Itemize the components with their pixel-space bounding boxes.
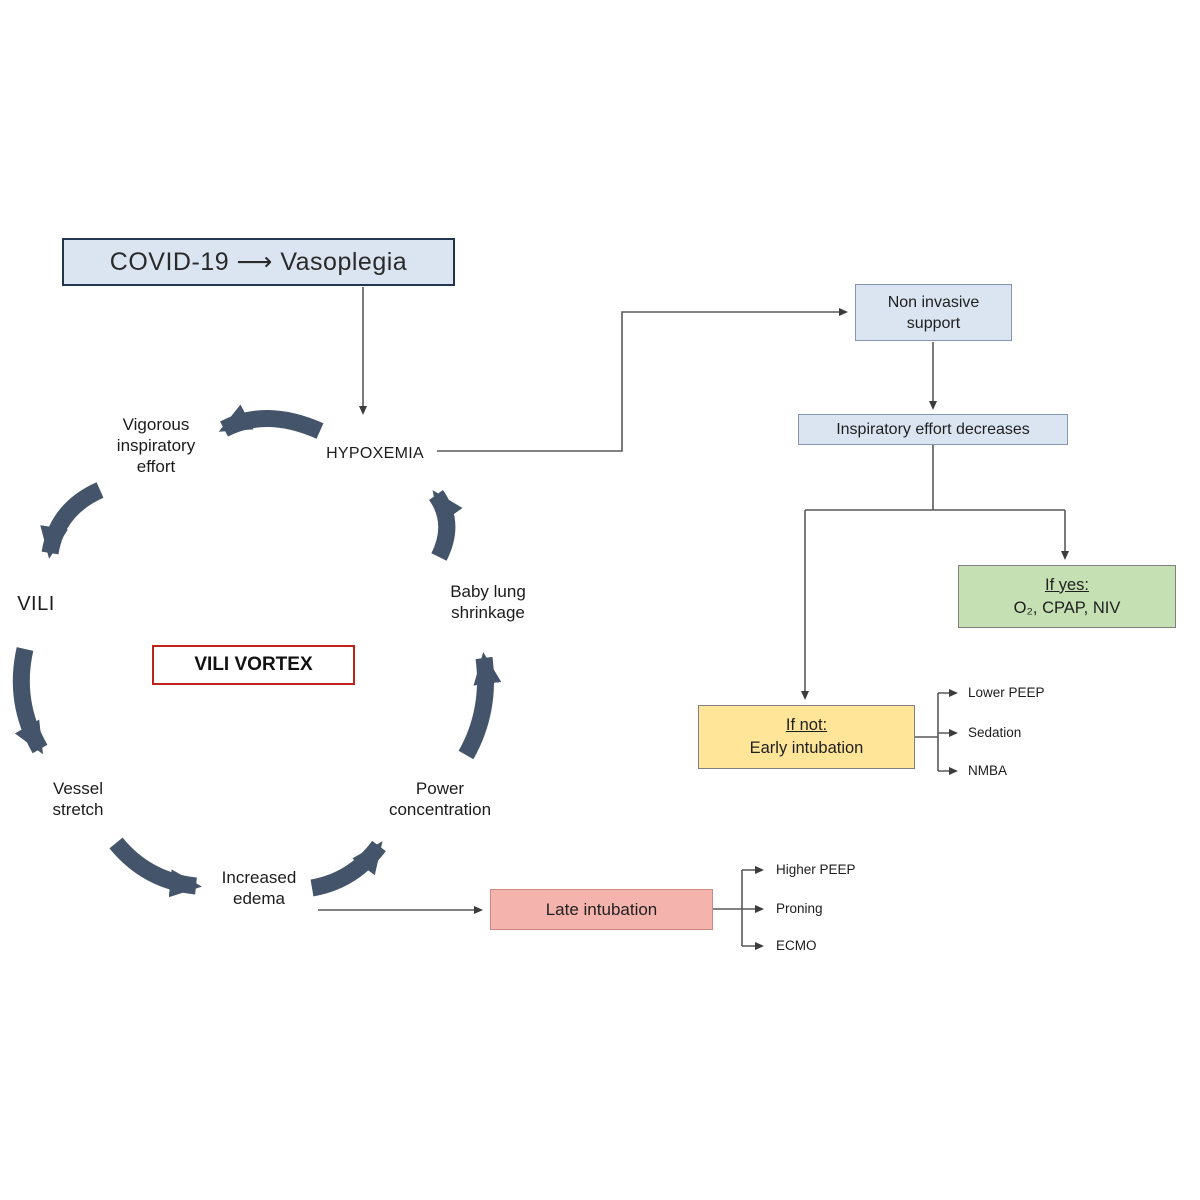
node-increased-edema: Increased edema <box>221 868 297 908</box>
node-vigorous-inspiratory-effort: Vigorous inspiratory effort <box>116 415 196 476</box>
late-intubation-box: Late intubation <box>490 889 713 930</box>
option-ecmo: ECMO <box>776 938 817 953</box>
option-proning: Proning <box>776 901 823 916</box>
line-hypoxemia-to-noninvasive <box>437 308 848 452</box>
arrow-hypoxemia-to-effort <box>218 404 324 439</box>
arrow-babylung-to-hypoxemia <box>428 490 463 561</box>
inspiratory-effort-decreases-box: Inspiratory effort decreases <box>798 414 1068 445</box>
arrow-edema-to-power <box>310 840 386 897</box>
non-invasive-support-box: Non invasive support <box>855 284 1012 341</box>
option-higher-peep: Higher PEEP <box>776 862 856 877</box>
vili-vortex-title-box: VILI VORTEX <box>152 645 355 685</box>
option-nmba: NMBA <box>968 763 1008 778</box>
covid-vasoplegia-label: COVID-19 ⟶ Vasoplegia <box>109 248 408 276</box>
arrow-vili-to-vessel <box>12 647 48 755</box>
node-vessel-stretch: Vessel stretch <box>52 779 104 819</box>
arrow-power-to-babylung <box>458 652 502 760</box>
arrow-effort-to-vili <box>40 482 104 559</box>
vili-vortex-label: VILI VORTEX <box>194 654 313 675</box>
option-lower-peep: Lower PEEP <box>968 685 1045 700</box>
node-power-concentration: Power concentration <box>388 779 492 819</box>
if-not-body: Early intubation <box>749 739 864 757</box>
node-baby-lung-shrinkage: Baby lung shrinkage <box>450 582 526 622</box>
if-yes-title: If yes: <box>1044 575 1089 594</box>
node-vili: VILI <box>17 593 55 615</box>
covid-vasoplegia-box: COVID-19 ⟶ Vasoplegia <box>62 238 455 286</box>
node-hypoxemia: HYPOXEMIA <box>326 445 424 462</box>
if-yes-box: If yes: O₂, CPAP, NIV <box>958 565 1176 628</box>
arrow-vessel-to-edema <box>109 837 202 898</box>
if-not-box: If not: Early intubation <box>698 705 915 769</box>
option-sedation: Sedation <box>968 725 1022 740</box>
if-yes-body: O₂, CPAP, NIV <box>1013 598 1121 617</box>
flow-connectors <box>318 287 1069 950</box>
if-not-title: If not: <box>785 716 828 734</box>
